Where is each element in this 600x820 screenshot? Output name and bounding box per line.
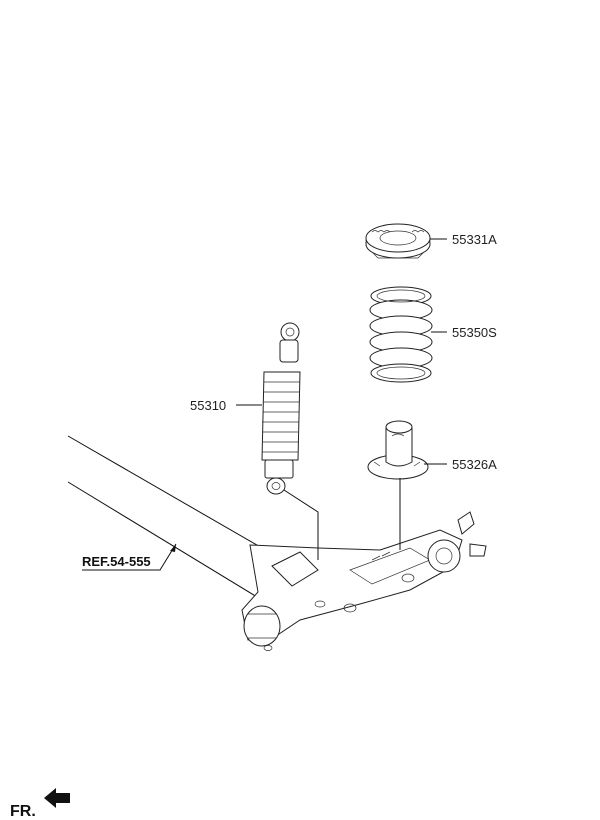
reference-label[interactable]: REF.54-555 [82,554,151,569]
part-number-55326a[interactable]: 55326A [452,457,497,472]
lower-spring-pad[interactable] [367,420,429,480]
leader-lines [82,238,447,571]
coil-spring[interactable] [369,286,433,383]
upper-spring-seat[interactable] [365,223,431,259]
part-number-55310[interactable]: 55310 [190,398,226,413]
front-indicator: FR. [10,788,70,820]
part-number-55331a[interactable]: 55331A [452,232,497,247]
front-arrow-icon [44,788,70,808]
part-number-55350s[interactable]: 55350S [452,325,497,340]
shock-absorber[interactable] [261,322,301,495]
rear-axle-beam[interactable] [67,435,487,651]
front-label: FR. [10,803,36,820]
